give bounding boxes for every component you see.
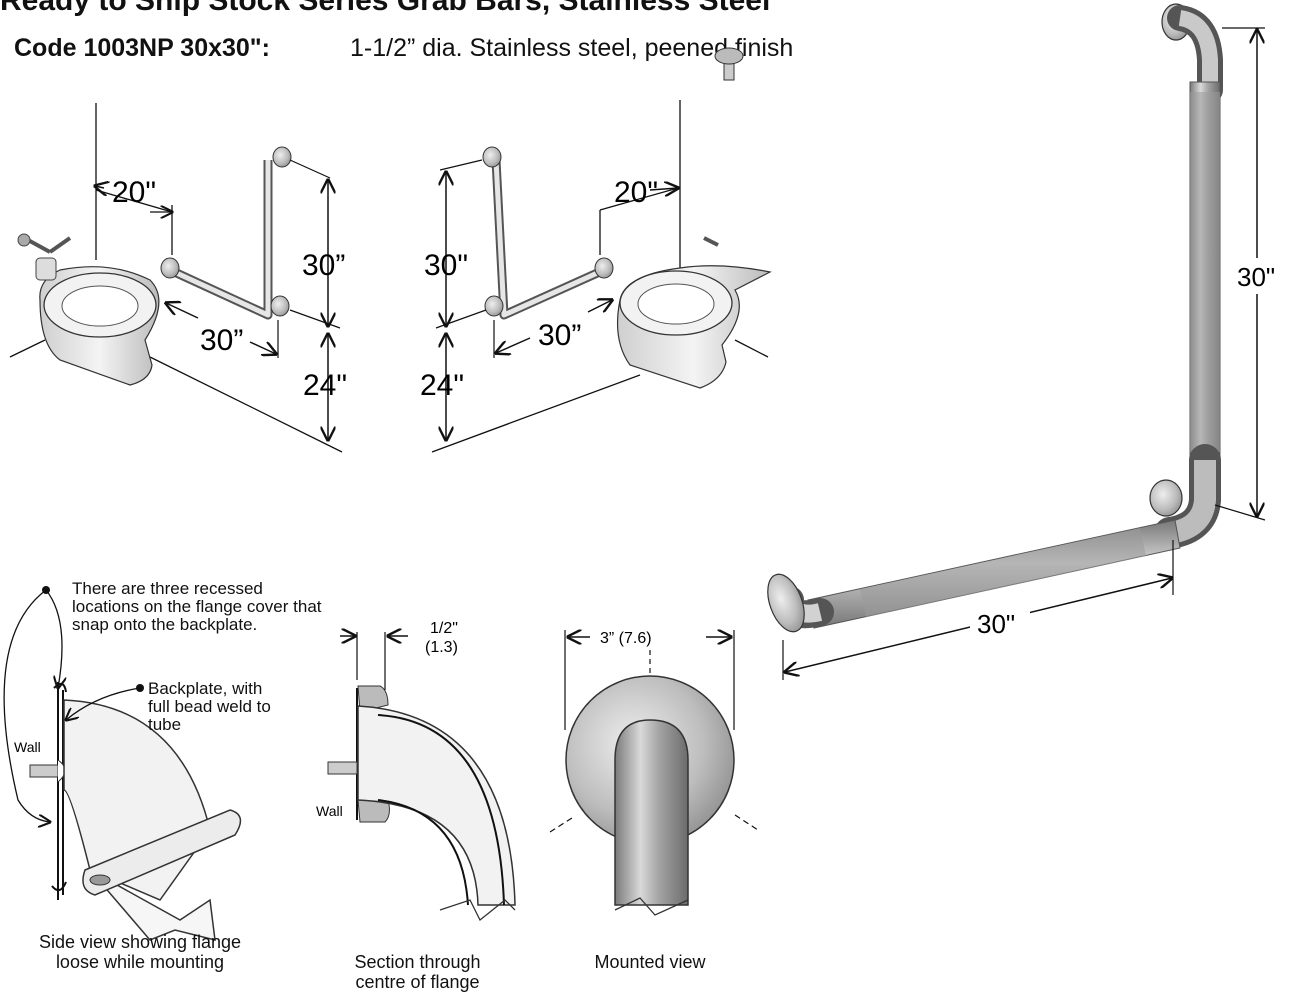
backplate-note: Backplate, with full bead weld to tube	[148, 679, 271, 734]
right-installation-diagram: 20" 30" 30” 24"	[420, 47, 772, 453]
product-vertical-label: 30"	[1237, 262, 1275, 292]
grab-bar-right-icon	[482, 146, 614, 320]
right-vertical-label: 30"	[424, 249, 468, 282]
left-offset-label: 20"	[112, 176, 156, 209]
mounted-view-caption: Mounted view	[594, 952, 706, 972]
left-height-label: 24"	[303, 369, 347, 402]
flange-recess-note: There are three recessed locations on th…	[72, 579, 322, 634]
mounted-dim-label: 3” (7.6)	[600, 630, 652, 647]
section-dim-secondary: (1.3)	[425, 639, 458, 656]
grab-bar-left-icon	[160, 146, 292, 320]
left-horizontal-label: 30”	[200, 324, 243, 357]
right-offset-label: 20"	[614, 176, 658, 209]
product-grab-bar: 30" 30"	[767, 3, 1282, 680]
toilet-right-icon	[616, 265, 772, 389]
toilet-left-icon	[17, 233, 160, 386]
left-installation-diagram: 20" 30” 30” 24"	[9, 103, 347, 453]
product-code: Code 1003NP 30x30":	[14, 34, 270, 62]
side-view-diagram	[3, 586, 242, 941]
loose-flange-icon	[82, 809, 242, 896]
section-view-caption: Section through centre of flange	[354, 952, 481, 992]
right-horizontal-label: 30”	[538, 319, 581, 352]
page-title: Ready to Ship Stock Series Grab Bars, St…	[0, 0, 771, 17]
middle-flange-icon	[1149, 479, 1183, 517]
right-height-label: 24"	[420, 369, 464, 402]
product-horizontal-label: 30"	[977, 609, 1015, 639]
side-view-caption: Side view showing flange loose while mou…	[38, 932, 242, 972]
section-dim-primary: 1/2"	[430, 620, 458, 637]
section-view-diagram: 1/2" (1.3)	[327, 620, 516, 922]
side-wall-label: Wall	[14, 739, 41, 755]
faucet-icon	[703, 47, 744, 247]
mounted-view-diagram: 3” (7.6)	[549, 630, 759, 916]
section-wall-label: Wall	[316, 803, 343, 819]
left-vertical-label: 30”	[302, 249, 345, 282]
